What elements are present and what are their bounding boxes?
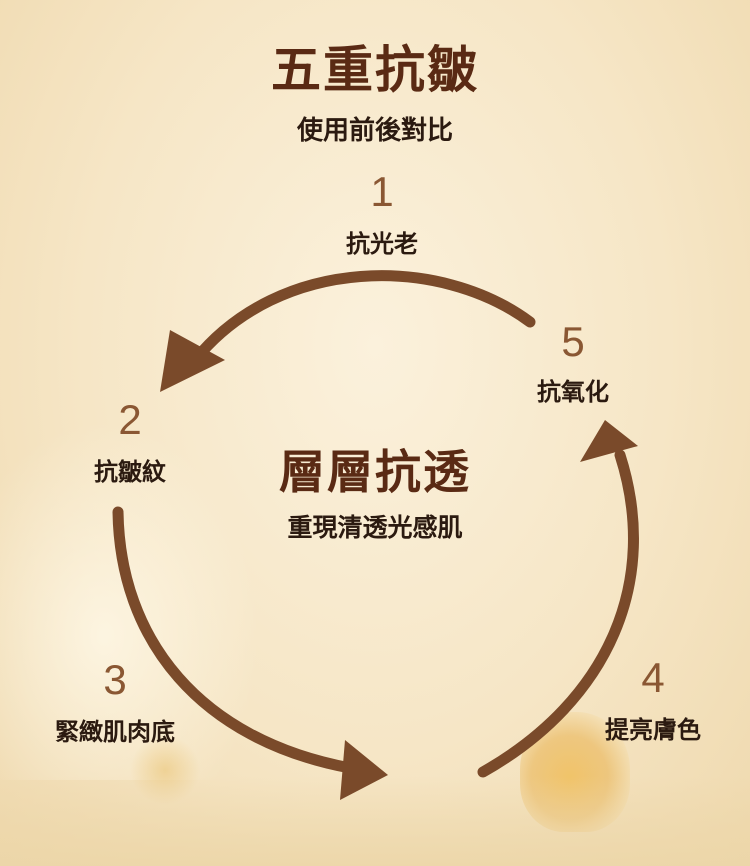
arrowhead-step-2 [160, 330, 225, 392]
center-subtitle: 重現清透光感肌 [287, 513, 463, 542]
step-3-number: 3 [103, 656, 127, 703]
step-5-number: 5 [561, 318, 585, 365]
step-5-label: 抗氧化 [537, 378, 609, 406]
step-4-number: 4 [641, 654, 665, 701]
step-1-label: 抗光老 [346, 230, 418, 258]
center-title: 層層抗透 [279, 445, 471, 499]
arrowhead-step-3 [340, 740, 388, 800]
page-title: 五重抗皺 [271, 41, 479, 99]
arrowhead-step-5 [580, 420, 638, 462]
step-2-number: 2 [118, 396, 142, 443]
bottom-shelf-band [0, 776, 750, 866]
step-2-label: 抗皺紋 [94, 458, 166, 486]
step-3-label: 緊緻肌肉底 [55, 718, 175, 746]
arrow-to-step-2 [189, 270, 536, 366]
step-4-label: 提亮膚色 [605, 716, 701, 744]
arrow-to-step-5 [477, 449, 639, 778]
arrow-to-step-3 [112, 506, 356, 774]
page-subtitle: 使用前後對比 [296, 116, 453, 146]
step-1-number: 1 [370, 168, 394, 215]
